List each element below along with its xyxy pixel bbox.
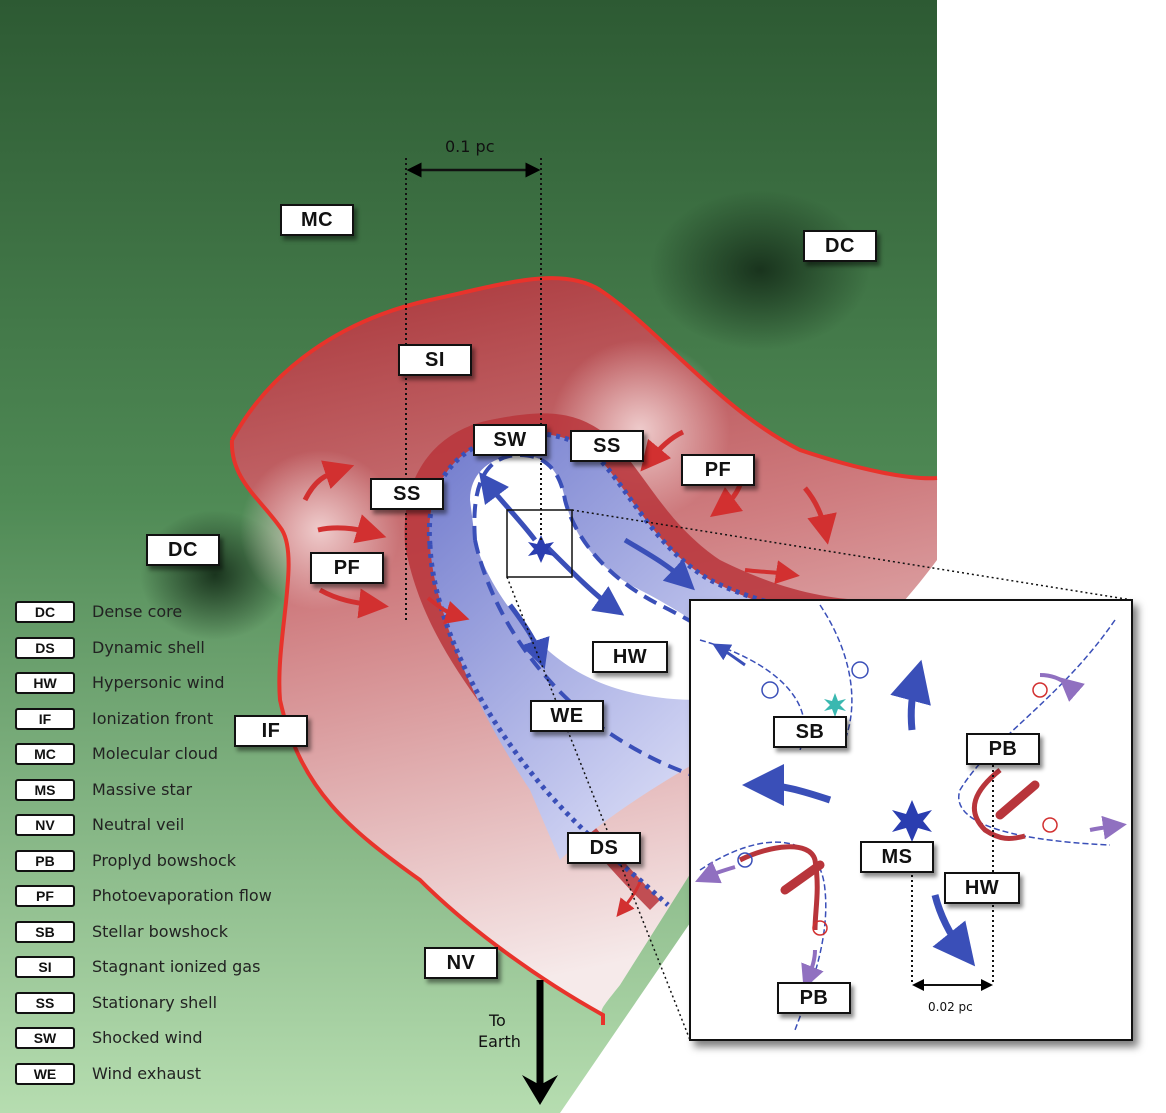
- inset-purple-arrow-4: [801, 949, 824, 990]
- pf-arrow-9: [616, 881, 642, 918]
- inset-label-ms: MS: [860, 841, 934, 873]
- legend-code: SS: [15, 991, 75, 1014]
- free-wind-boundary-lower: [473, 539, 711, 782]
- wind-arrow-down: [507, 603, 550, 670]
- inset-wind-arrow-up: [890, 659, 931, 731]
- label-hw-main: HW: [592, 641, 668, 673]
- inset-purple-arrow-2: [1089, 815, 1127, 840]
- proplyd-bowshock-right: [971, 768, 1026, 841]
- legend-text: Dense core: [92, 602, 183, 621]
- legend-text: Shocked wind: [92, 1028, 203, 1047]
- pf-arrow-6: [803, 486, 837, 545]
- pf-arrow-7: [426, 596, 470, 625]
- legend-text: Massive star: [92, 779, 193, 799]
- legend-code: DS: [15, 636, 75, 659]
- inset-purple-arrow-3: [695, 861, 736, 884]
- stationary-shell: [404, 413, 870, 910]
- legend-code: WE: [15, 1062, 75, 1085]
- inset-wind-arrow-down: [931, 894, 976, 967]
- wind-arrow-right: [543, 543, 625, 616]
- legend-code: SI: [15, 956, 75, 978]
- legend-text: Wind exhaust: [92, 1063, 202, 1083]
- pf-arrow-2: [317, 514, 387, 544]
- pf-arrow-5: [710, 484, 744, 518]
- inset-vortex-3: [1032, 682, 1048, 698]
- scale-label-inset: 0.02 pc: [928, 1000, 973, 1014]
- inset-label-pb-bottom: PB: [777, 982, 851, 1014]
- label-mc: MC: [280, 204, 354, 236]
- legend-code: DC: [15, 601, 75, 623]
- wind-arrow-right2: [623, 537, 695, 591]
- label-ss-left: SS: [370, 478, 444, 510]
- proplyd-body-right: [995, 780, 1040, 820]
- label-dc-left: DC: [146, 534, 220, 566]
- label-nv: NV: [424, 947, 498, 979]
- legend-text: Stationary shell: [92, 992, 218, 1012]
- label-sw: SW: [473, 424, 547, 456]
- label-pf-left: PF: [310, 552, 384, 584]
- massive-star-main: [528, 535, 554, 563]
- inset-wind-arrow-left: [742, 764, 832, 807]
- legend-code: MS: [15, 778, 75, 801]
- inset-vortex-4: [1042, 817, 1058, 833]
- inset-wind-boundary-2: [819, 604, 853, 741]
- inset-zoom-box: [506, 509, 573, 578]
- legend-code: SB: [15, 920, 75, 943]
- to-earth-label-1: To: [489, 1011, 506, 1030]
- dense-core-top: [650, 190, 870, 350]
- label-ss-right: SS: [570, 430, 644, 462]
- inset-wind-boundary-4: [699, 841, 827, 1031]
- legend-code: HW: [15, 672, 75, 694]
- legend-code: IF: [15, 707, 75, 730]
- inset-vortex-5: [737, 852, 753, 868]
- legend-text: Photoevaporation flow: [92, 886, 272, 905]
- inset-massive-star: [892, 800, 932, 842]
- legend-text: Proplyd bowshock: [92, 850, 237, 870]
- scale-label-main: 0.1 pc: [445, 137, 495, 156]
- inset-vortex-6: [812, 920, 828, 936]
- to-earth-arrowhead: [522, 1075, 558, 1105]
- label-we: WE: [530, 700, 604, 732]
- inset-wind-boundary-1: [699, 639, 806, 751]
- label-pf-right: PF: [681, 454, 755, 486]
- pf-arrow-1: [302, 460, 355, 502]
- label-ds: DS: [567, 832, 641, 864]
- inset-purple-arrow-1: [1039, 673, 1085, 702]
- to-earth-label-2: Earth: [478, 1032, 521, 1051]
- inset-label-sb: SB: [773, 716, 847, 748]
- inset-cyan-star: [824, 693, 846, 717]
- legend-text: Ionization front: [92, 708, 214, 728]
- legend-code: SW: [15, 1027, 75, 1049]
- legend-text: Hypersonic wind: [92, 673, 225, 692]
- legend-code: NV: [15, 814, 75, 836]
- pf-arrow-4: [640, 429, 685, 472]
- legend-text: Stagnant ionized gas: [92, 957, 261, 976]
- proplyd-bowshock-bottom: [738, 844, 820, 931]
- ionization-front: [230, 276, 938, 481]
- inset-vortex-1: [761, 681, 779, 699]
- pf-arrow-8: [744, 560, 800, 585]
- legend-text: Neutral veil: [92, 815, 185, 834]
- inset-label-hw: HW: [944, 872, 1020, 904]
- inset-vortex-2: [851, 661, 869, 679]
- legend-code: MC: [15, 743, 75, 765]
- label-dc-top: DC: [803, 230, 877, 262]
- proplyd-body-bottom: [780, 860, 825, 895]
- label-if: IF: [234, 715, 308, 747]
- legend-text: Stellar bowshock: [92, 921, 228, 941]
- legend-code: PF: [15, 885, 75, 907]
- label-si: SI: [398, 344, 472, 376]
- legend-text: Dynamic shell: [92, 637, 205, 657]
- shocked-wind-outer-boundary-lower: [427, 544, 670, 907]
- legend-text: Molecular cloud: [92, 744, 219, 763]
- legend-code: PB: [15, 849, 75, 872]
- pf-arrow-3: [318, 587, 389, 619]
- inset-label-pb-right: PB: [966, 733, 1040, 765]
- inset-blue-arrow-sb: [712, 643, 746, 667]
